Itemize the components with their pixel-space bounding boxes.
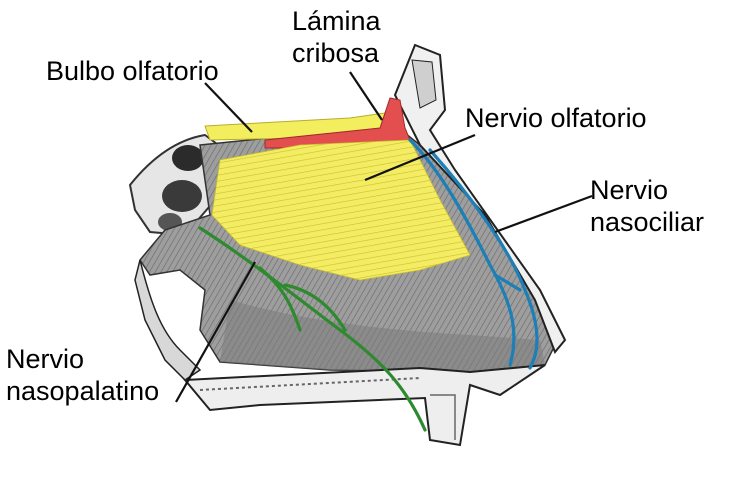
leader-nasociliar [495, 196, 592, 232]
label-nervio-olfatorio: Nervio olfatorio [465, 103, 647, 135]
label-lamina-line2: cribosa [292, 38, 381, 70]
hard-palate [185, 365, 545, 445]
label-nasociliar-line1: Nervio [590, 175, 704, 207]
label-nasociliar-line2: nasociliar [590, 207, 704, 239]
label-nasopalatino-line2: nasopalatino [6, 376, 159, 408]
label-lamina-line1: Lámina [292, 6, 381, 38]
leader-lamina [350, 72, 382, 120]
label-nervio-nasopalatino: Nervio nasopalatino [6, 344, 159, 408]
label-lamina-cribosa: Lámina cribosa [292, 6, 381, 70]
label-nasopalatino-line1: Nervio [6, 344, 159, 376]
label-bulbo-olfatorio: Bulbo olfatorio [46, 56, 219, 88]
label-nervio-nasociliar: Nervio nasociliar [590, 175, 704, 239]
